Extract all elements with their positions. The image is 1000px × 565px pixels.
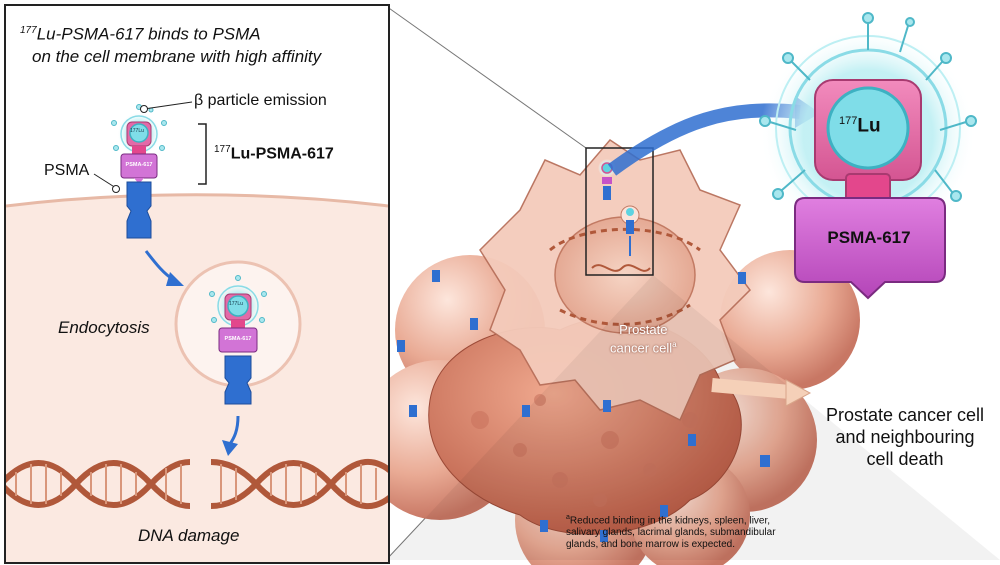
internalized-ligand [209, 275, 267, 405]
footnote-line2: salivary glands, lacrimal glands, subman… [566, 527, 776, 539]
inset-psma-small-label: PSMA-617 [125, 162, 153, 168]
inset-illustration [6, 101, 388, 562]
inset-lu-small-label: 177Lu [130, 128, 144, 134]
ligand-label-text: Lu-PSMA-617 [230, 145, 334, 163]
cell-death-line2: and neighbouring [835, 427, 975, 447]
death-arrow [711, 378, 791, 399]
psma-receptor [126, 181, 152, 239]
connector-line-top [385, 5, 587, 149]
inset-panel: 177Lu-PSMA-617 binds to PSMA on the cell… [4, 4, 390, 564]
endocytosis-label: Endocytosis [58, 318, 150, 337]
inset-title-line2: on the cell membrane with high affinity [32, 46, 322, 66]
psma-label: PSMA [44, 162, 90, 179]
zoom-box [585, 147, 654, 276]
cell-death-line1: Prostate cancer cell [825, 405, 985, 425]
cancer-cell-label-line2: cancer cell [610, 340, 673, 356]
beta-emission-label: β particle emission [194, 92, 327, 109]
dna-damage-label: DNA damage [138, 526, 240, 545]
inset-title: 177Lu-PSMA-617 binds to PSMA on the cell… [20, 20, 321, 68]
cell-interior [6, 194, 388, 562]
footnote: aReduced binding in the kidneys, spleen,… [566, 512, 776, 551]
ligand-bracket [198, 123, 207, 185]
endosome-psma-small-label: PSMA-617 [224, 336, 252, 342]
cancer-cell-label: Prostate cancer cella [610, 322, 677, 355]
endosome-lu-small-label: 177Lu [229, 301, 243, 307]
ligand-label: 177Lu-PSMA-617 [214, 144, 334, 163]
cancer-cell-label-line1: Prostate [619, 322, 668, 337]
inset-title-sup: 177 [20, 25, 37, 36]
cell-death-label: Prostate cancer cell and neighbouring ce… [815, 404, 995, 470]
zoom-lu-text: Lu [857, 115, 881, 137]
inset-title-line1: Lu-PSMA-617 binds to PSMA [36, 24, 261, 44]
footnote-sup: a [566, 514, 570, 521]
footnote-line1: Reduced binding in the kidneys, spleen, … [569, 515, 771, 527]
psma-receptors [397, 270, 770, 542]
cancer-cell-label-sup: a [672, 340, 677, 349]
footnote-line3: glands, and bone marrow is expected. [566, 539, 735, 551]
ligand-label-sup: 177 [214, 144, 231, 155]
cell-death-line3: cell death [866, 449, 944, 469]
zoom-lu-label: 177Lu [839, 115, 881, 137]
zoomed-ligand [759, 12, 977, 300]
zoom-lu-sup: 177 [839, 115, 858, 127]
bound-ligand [111, 104, 167, 239]
zoom-psma-label: PSMA-617 [827, 228, 911, 247]
